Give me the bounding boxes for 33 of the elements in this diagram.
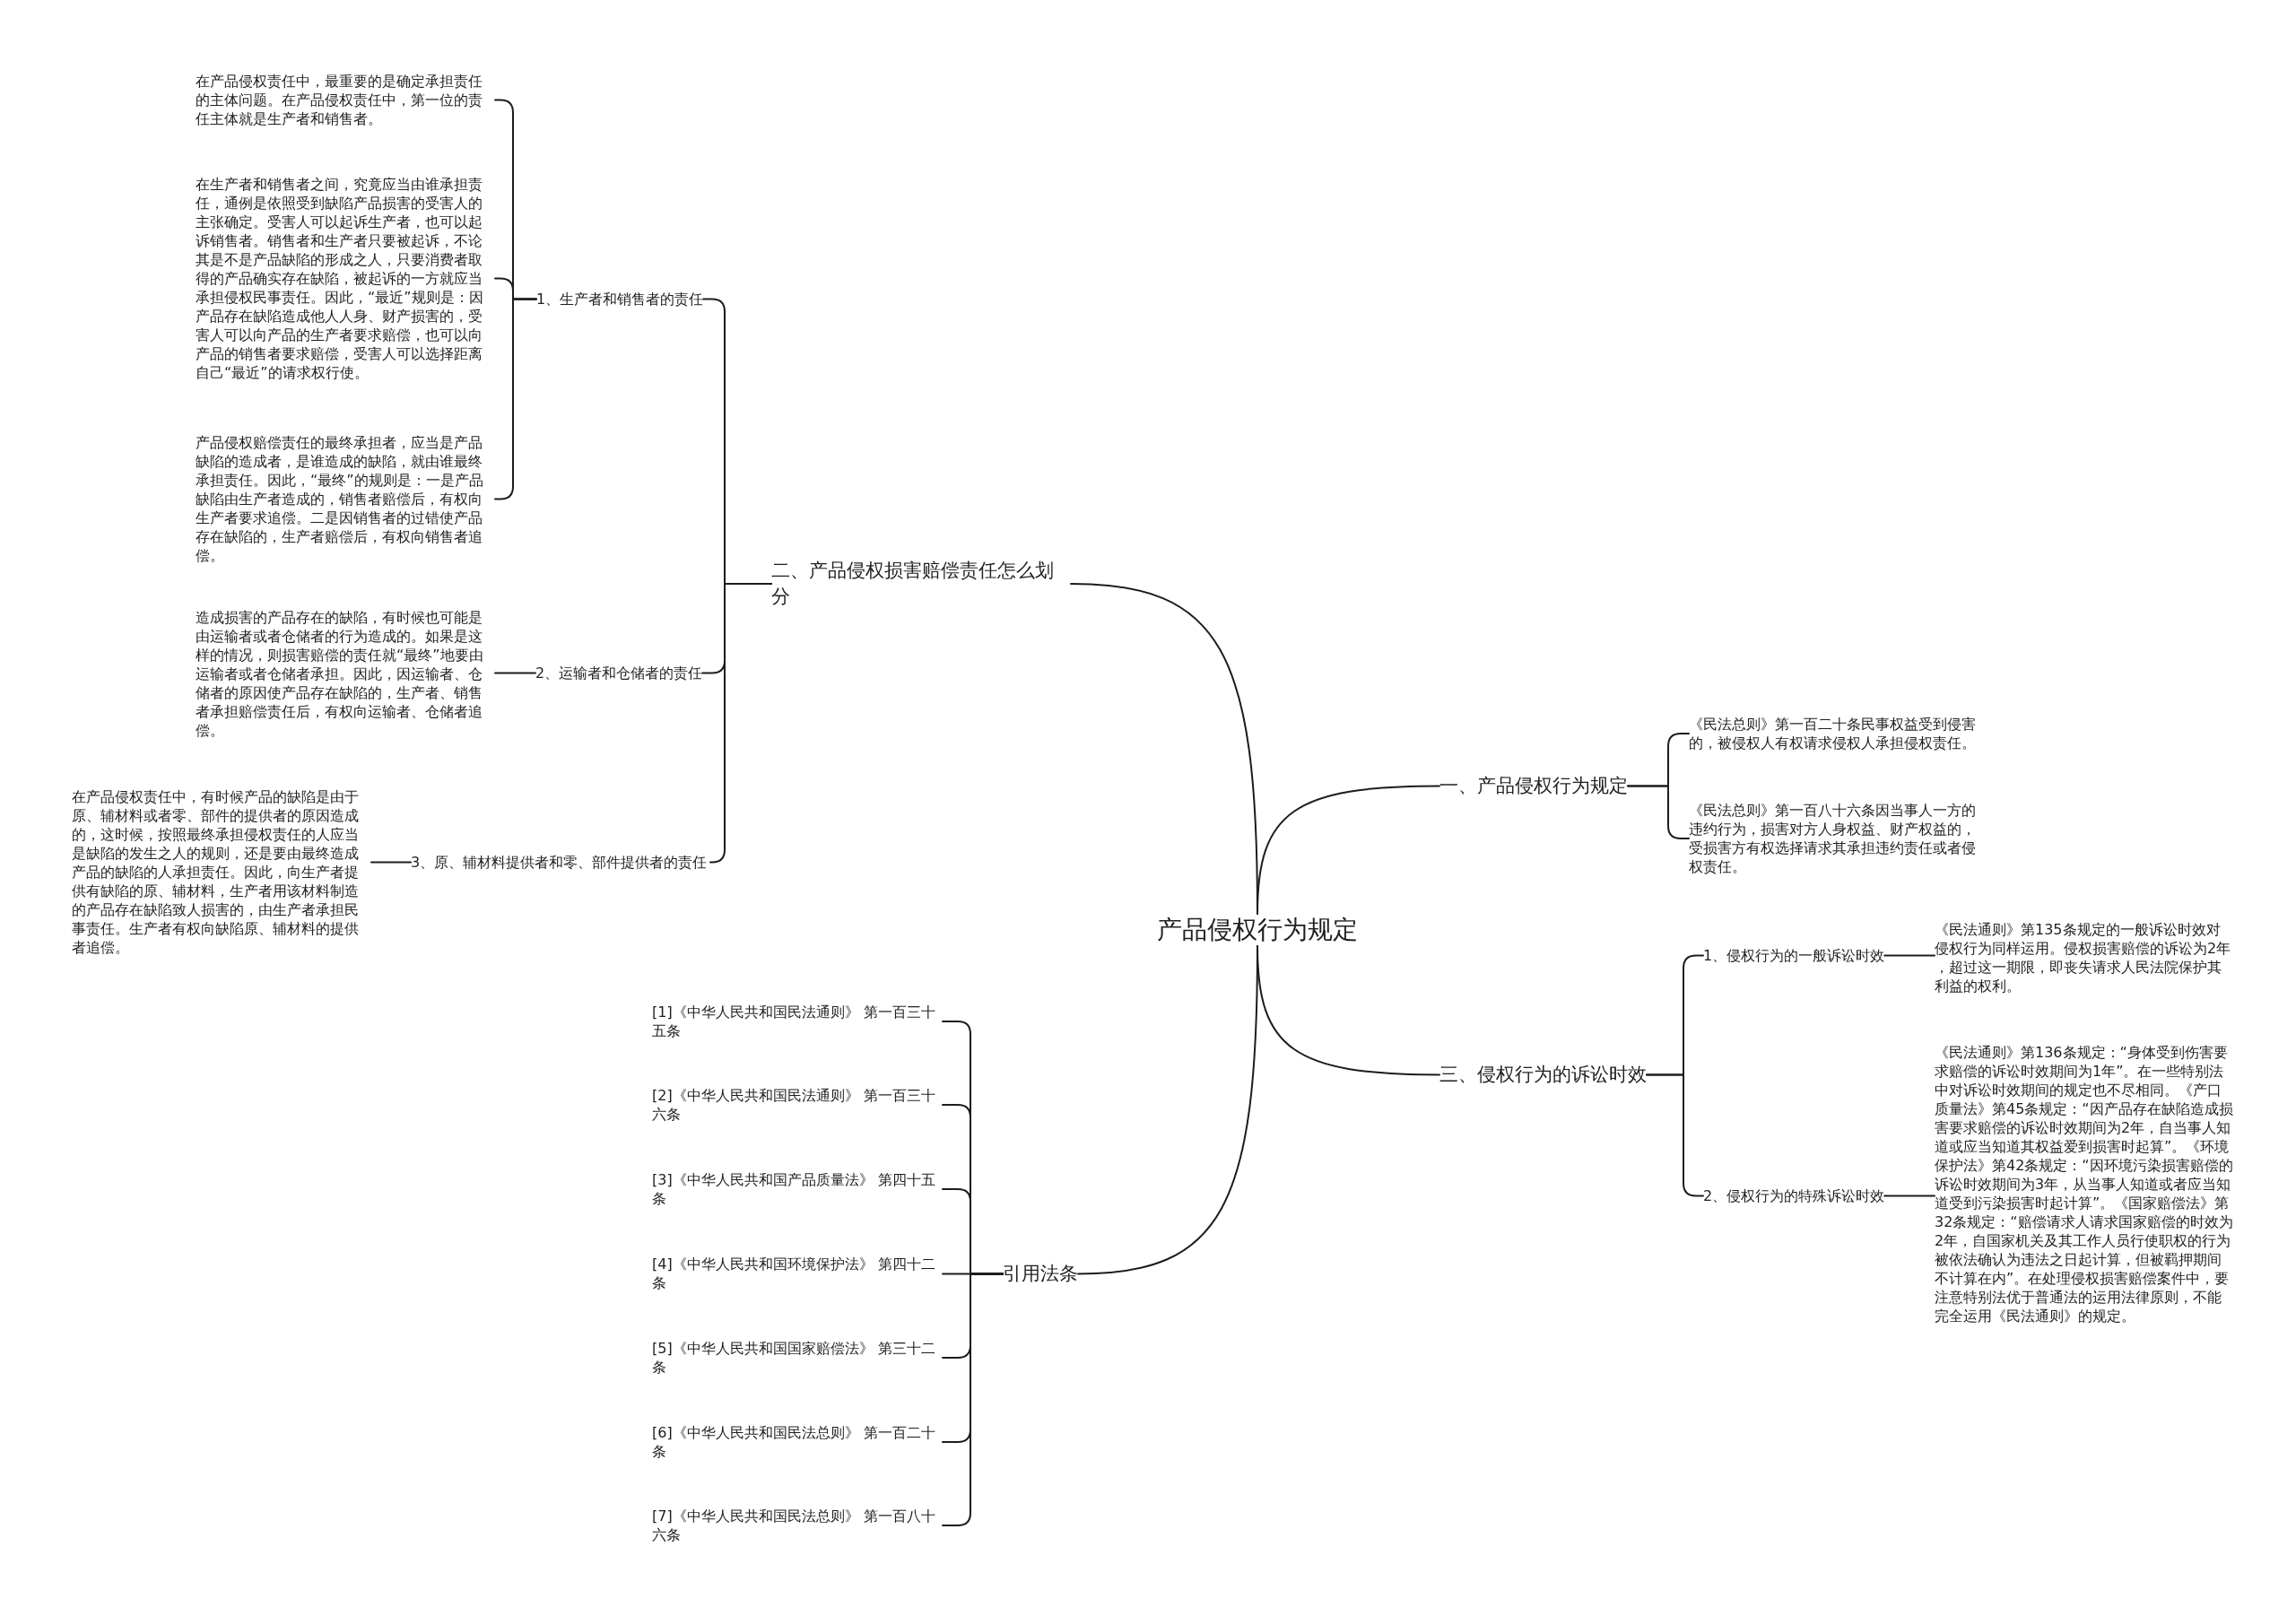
- detail-text: 在产品侵权责任中，有时候产品的缺陷是由于原、辅材料或者零、部件的提供者的原因造成的，这时候，按照最终承担侵权责任的人应当是缺陷的发生之人的规则，还是要由最终造成产品的缺陷的人承担责任。因此，向生产者提供有缺陷的原、辅材料，生产者用该材料制造的产品存在缺陷致人损害的，由生产者承担民事责任。生产者有权向缺陷原、辅材料的提供者追偿。: [72, 787, 371, 957]
- detail-text: 在产品侵权责任中，最重要的是确定承担责任的主体问题。在产品侵权责任中，第一位的责任主体就是生产者和销售者。: [196, 72, 495, 128]
- branch-topic: 二、产品侵权损害赔偿责任怎么划分: [771, 558, 1071, 610]
- subtopic: 2、运输者和仓储者的责任: [535, 664, 703, 682]
- connector-line: [1070, 583, 1258, 915]
- branch-topic: 一、产品侵权行为规定: [1439, 773, 1628, 799]
- central-topic: 产品侵权行为规定: [1157, 914, 1358, 946]
- citation-text: [5]《中华人民共和国国家赔偿法》 第三十二条: [652, 1339, 943, 1377]
- detail-text: 《民法总则》第一百八十六条因当事人一方的违约行为，损害对方人身权益、财产权益的，受损害方有权选择请求其承担违约责任或者侵权责任。: [1689, 801, 1988, 876]
- subtopic: 1、生产者和销售者的责任: [536, 290, 704, 308]
- citation-text: [7]《中华人民共和国民法总则》 第一百八十六条: [652, 1507, 943, 1544]
- citation-text: [6]《中华人民共和国民法总则》 第一百二十条: [652, 1423, 943, 1461]
- citation-text: [1]《中华人民共和国民法通则》 第一百三十五条: [652, 1003, 943, 1040]
- detail-text: 《民法通则》第135条规定的一般诉讼时效对侵权行为同样运用。侵权损害赔偿的诉讼为2年，超过这一期限，即丧失请求人民法院保护其利益的权利。: [1935, 920, 2234, 995]
- connector-line: [709, 583, 772, 864]
- detail-text: 《民法总则》第一百二十条民事权益受到侵害的，被侵权人有权请求侵权人承担侵权责任。: [1689, 715, 1988, 752]
- citation-text: [2]《中华人民共和国民法通则》 第一百三十六条: [652, 1086, 943, 1124]
- citation-text: [4]《中华人民共和国环境保护法》 第四十二条: [652, 1255, 943, 1292]
- subtopic: 2、侵权行为的特殊诉讼时效: [1703, 1186, 1885, 1205]
- citation-text: [3]《中华人民共和国产品质量法》 第四十五条: [652, 1170, 943, 1208]
- connector-line: [494, 672, 536, 674]
- connector-line: [370, 861, 412, 864]
- connector-line: [1883, 1195, 1935, 1197]
- detail-text: 在生产者和销售者之间，究竟应当由谁承担责任，通例是依照受到缺陷产品损害的受害人的主张确定。受害人可以起诉生产者，也可以起诉销售者。销售者和生产者只要被起诉，不论其是不是产品缺陷的形成之人，只要消费者取得的产品确实存在缺陷，被起诉的一方就应当承担侵权民事责任。因此，“最近”规则是：因产品存在缺陷造成他人人身、财产损害的，受害人可以向产品的生产者要求赔偿，也可以向产品的销售者要求赔偿，受害人可以选择距离自己“最近”的请求权行使。: [196, 175, 495, 382]
- subtopic: 1、侵权行为的一般诉讼时效: [1703, 946, 1885, 965]
- connector-line: [1077, 945, 1258, 1275]
- branch-topic: 三、侵权行为的诉讼时效: [1439, 1062, 1647, 1088]
- detail-text: 产品侵权赔偿责任的最终承担者，应当是产品缺陷的造成者，是谁造成的缺陷，就由谁最终承担责任。因此，“最终”的规则是：一是产品缺陷由生产者造成的，销售者赔偿后，有权向生产者要求追偿。二是因销售者的过错使产品存在缺陷的，生产者赔偿后，有权向销售者追偿。: [196, 433, 495, 565]
- connector-line: [1883, 954, 1935, 957]
- detail-text: 《民法通则》第136条规定：“身体受到伤害要求赔偿的诉讼时效期间为1年”。在一些特别法中对诉讼时效期间的规定也不尽相同。《产口质量法》第45条规定：“因产品存在缺陷造成损害要求赔偿的诉讼时效期间为2年，自当事人知道或应当知道其权益爱到损害时起算”。《环境保护法》第42条规定：“因环境污染损害赔偿的诉讼时效期间为3年，从当事人知道或者应当知道受到污染损害时起计算”。《国家赔偿法》第32条规定：“赔偿请求人请求国家赔偿的时效为2年，自国家机关及其工作人员行使职权的行为被依法确认为违法之日起计算，但被羁押期间不计算在内”。在处理侵权损害赔偿案件中，要注意特别法优于普通法的运用法律原则，不能完全运用《民法通则》的规定。: [1935, 1043, 2234, 1325]
- subtopic: 3、原、辅材料提供者和零、部件提供者的责任: [411, 853, 710, 872]
- branch-topic: 引用法条: [1003, 1261, 1078, 1287]
- detail-text: 造成损害的产品存在的缺陷，有时候也可能是由运输者或者仓储者的行为造成的。如果是这样的情况，则损害赔偿的责任就“最终”地要由运输者或者仓储者承担。因此，因运输者、仓储者的原因使产品存在缺陷的，生产者、销售者承担赔偿责任后，有权向运输者、仓储者追偿。: [196, 608, 495, 740]
